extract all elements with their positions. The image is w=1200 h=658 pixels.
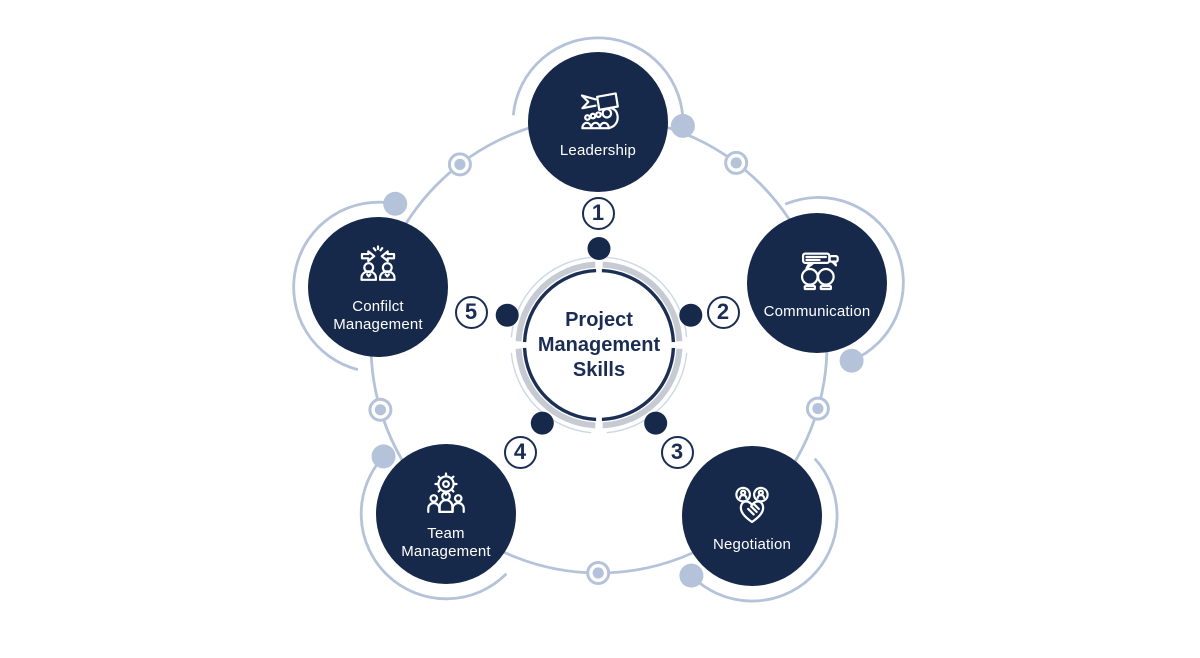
hub-silver-ring-segment (602, 348, 683, 429)
negotiation-icon (724, 479, 780, 533)
hub-silver-ring-segment (515, 261, 596, 342)
satellite-swoosh-arc (511, 36, 685, 126)
hub-navy-ring-segment (601, 347, 676, 422)
hub-thin-ring-segment (606, 352, 688, 434)
hub-navy-ring-segment (601, 268, 676, 343)
hub-silver-ring-segment (602, 261, 683, 342)
skill-label-negotiation: Negotiation (712, 535, 792, 553)
step-badge-1: 1 (581, 196, 615, 230)
step-badge-5: 5 (454, 295, 488, 329)
hub-navy-ring-segment (522, 347, 597, 422)
hub-thin-ring-segment (510, 352, 592, 434)
swoosh-end-dot (670, 113, 695, 138)
orbit-node-center (730, 157, 742, 169)
satellite-swoosh-arc (784, 196, 905, 362)
skill-label-conflict-management: Confilct Management (333, 297, 423, 333)
hub-node-dot (644, 411, 668, 435)
leadership-icon (570, 85, 626, 139)
orbit-node-center (374, 404, 386, 416)
satellite-swoosh-arc (359, 455, 508, 601)
center-title: Project Management Skills (537, 309, 661, 381)
hub-node-dot (679, 303, 703, 327)
orbit-node-center (592, 567, 604, 579)
satellite-swoosh-arc (292, 200, 396, 371)
step-badge-2: 2 (706, 295, 740, 329)
conflict-management-icon (350, 241, 406, 295)
hub-node-dot (587, 237, 611, 260)
team-management-icon (418, 468, 474, 522)
hub-node-dot (495, 303, 519, 327)
swoosh-end-dot (839, 348, 864, 373)
swoosh-end-dot (371, 444, 396, 469)
skill-circle-communication: Communication (747, 213, 887, 353)
skill-label-communication: Communication (763, 302, 871, 320)
skill-circle-leadership: Leadership (528, 52, 668, 192)
swoosh-end-dot (679, 563, 704, 588)
skill-label-team-management: Team Management (401, 524, 491, 560)
skill-circle-team-management: Team Management (376, 444, 516, 584)
swoosh-end-dot (383, 191, 408, 216)
step-badge-3: 3 (660, 435, 694, 469)
communication-icon (789, 246, 845, 300)
orbit-node-center (454, 158, 466, 170)
orbit-node-center (812, 403, 824, 415)
hub-node-dot (530, 411, 554, 435)
step-badge-4: 4 (503, 435, 537, 469)
satellite-swoosh-arc (690, 457, 839, 603)
hub-navy-ring-segment (522, 268, 597, 343)
hub-silver-ring-segment (515, 348, 596, 429)
skill-circle-negotiation: Negotiation (682, 446, 822, 586)
skill-label-leadership: Leadership (559, 141, 637, 159)
skill-circle-conflict-management: Confilct Management (308, 217, 448, 357)
hub-fill (527, 273, 671, 417)
